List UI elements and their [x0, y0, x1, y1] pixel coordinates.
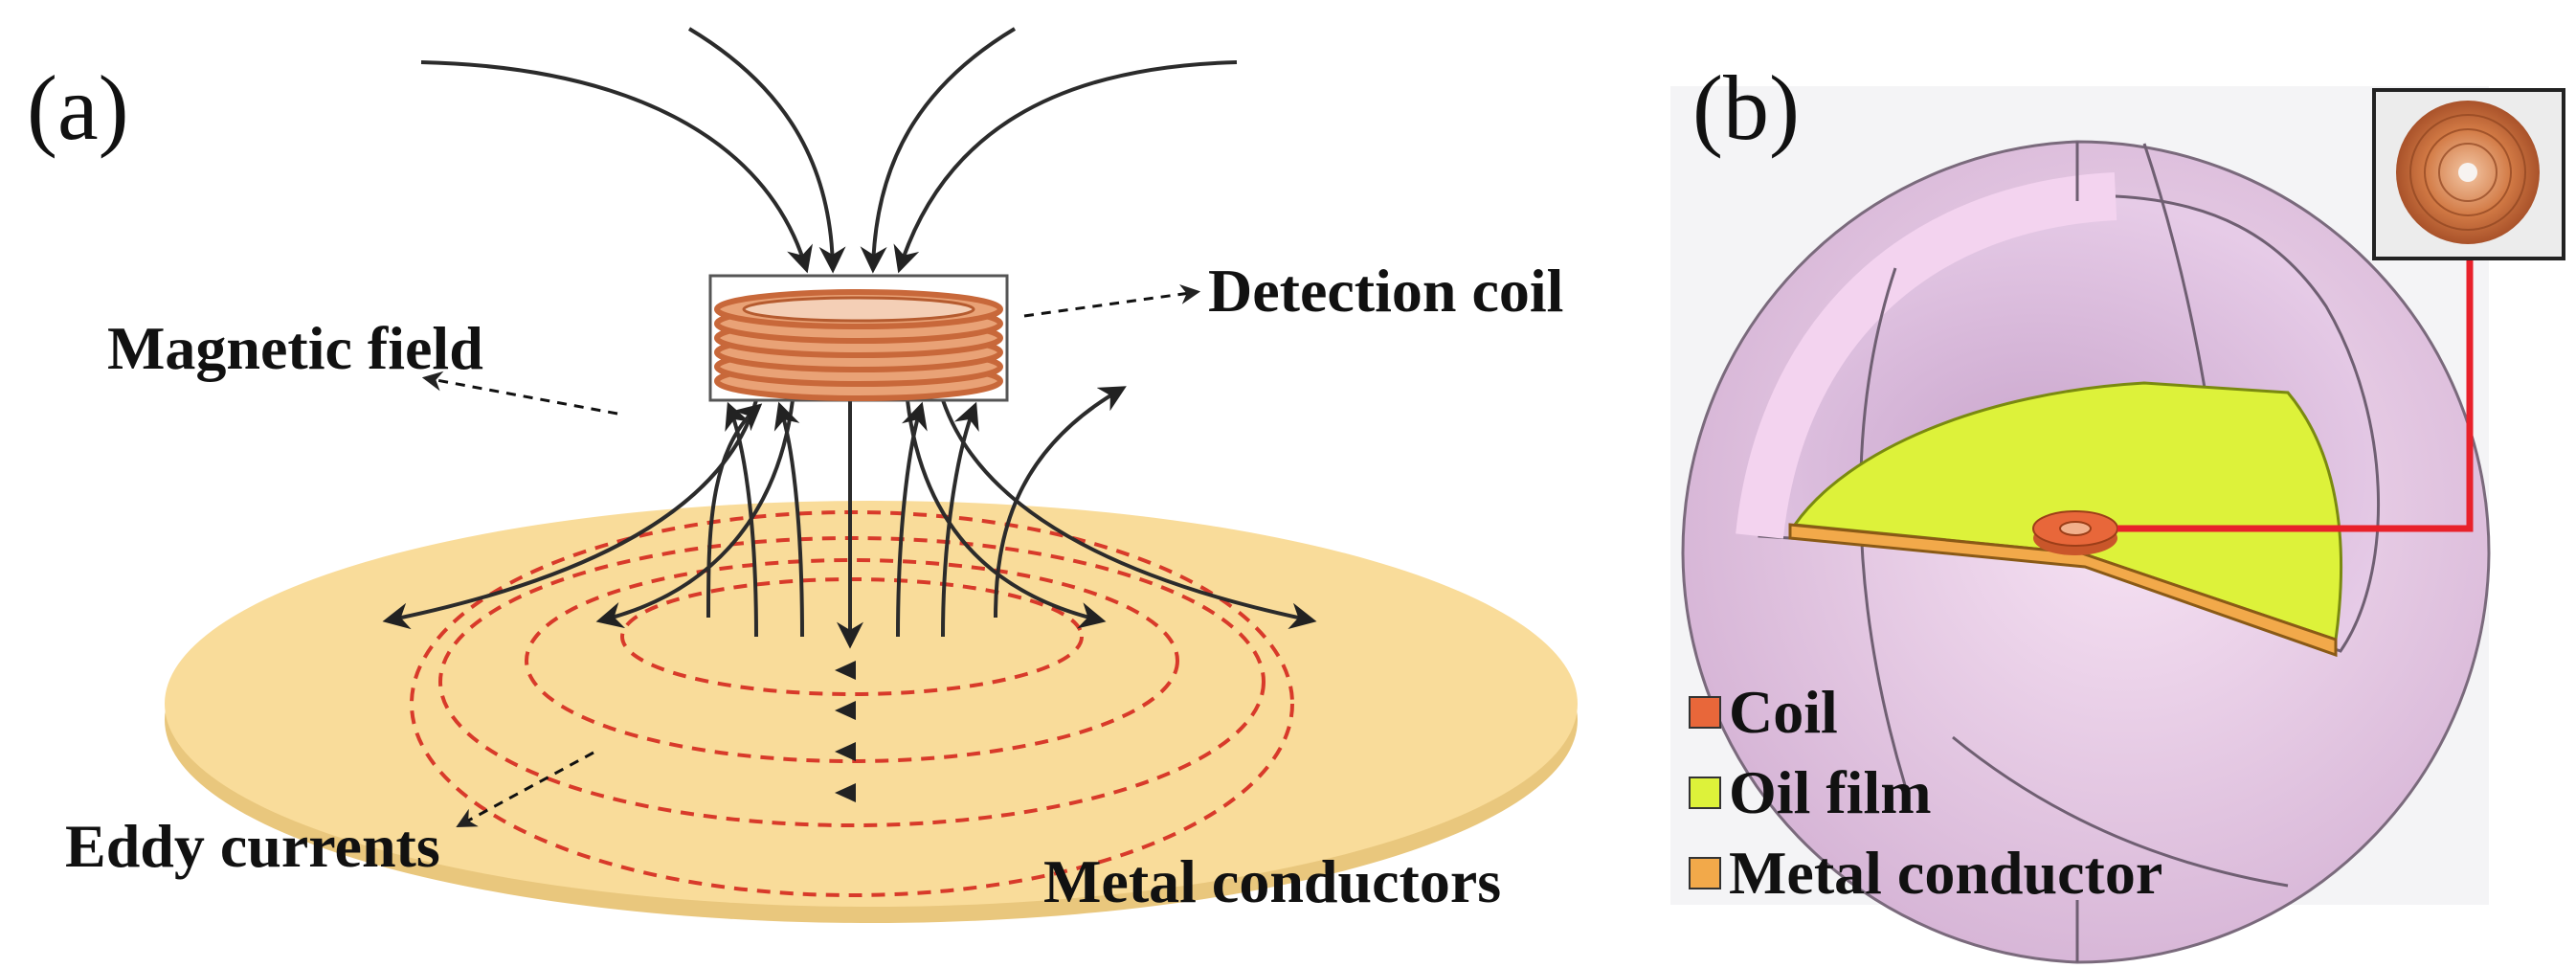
legend-swatch-coil	[1689, 696, 1721, 729]
magnetic-field-callout	[421, 371, 618, 416]
magnetic-field-label: Magnetic field	[107, 314, 483, 382]
legend: Coil Oil film Metal conductor	[1689, 678, 2162, 907]
eddy-arrow-1	[835, 661, 856, 680]
detection-coil-label: Detection coil	[1208, 257, 1563, 325]
detection-coil-callout	[1023, 283, 1201, 318]
panel-a-letter: (a)	[27, 56, 129, 159]
field-line-in-2	[687, 27, 846, 274]
outgoing-field-lines	[382, 386, 1317, 649]
legend-swatch-metal-conductor	[1689, 857, 1721, 889]
detection-coil	[708, 274, 1009, 402]
eddy-arrow-2	[835, 701, 856, 720]
legend-label-coil: Coil	[1729, 678, 1838, 746]
field-line-in-1	[420, 60, 813, 274]
legend-item-coil: Coil	[1689, 678, 1838, 746]
field-line-out-2	[595, 399, 795, 629]
pointer-line	[2117, 202, 2487, 532]
legend-item-metal-conductor: Metal conductor	[1689, 839, 2162, 907]
field-line-return-6	[994, 386, 1127, 619]
shell-rim-left	[1736, 172, 2117, 539]
field-line-in-4	[893, 60, 1238, 274]
eddy-arrow-4	[835, 783, 856, 802]
eddy-currents-label: Eddy currents	[65, 812, 440, 880]
field-line-return-3	[896, 401, 928, 638]
field-line-out-5	[941, 399, 1317, 630]
legend-label-metal-conductor: Metal conductor	[1729, 839, 2162, 907]
eddy-arrow-3	[835, 742, 856, 761]
coil-photo-center-hole	[2458, 163, 2477, 182]
coil-photo-inset	[2372, 88, 2565, 260]
model-coil-hole	[2059, 521, 2092, 536]
eddy-direction-arrows	[835, 661, 856, 802]
coil-photo-pointer	[2117, 202, 2487, 532]
field-line-in-3	[860, 27, 1017, 274]
field-line-return-4	[941, 401, 979, 638]
sphere-model	[1681, 140, 2491, 964]
legend-swatch-oil-film	[1689, 777, 1721, 809]
eddy-currents-callout	[456, 751, 594, 828]
incoming-field-lines	[420, 27, 1238, 274]
field-line-return-2	[773, 401, 804, 638]
eddy-ring-2	[525, 558, 1179, 763]
model-coil	[2032, 510, 2118, 555]
coil-photo-winding-2	[2424, 128, 2512, 216]
panel-a: (a)	[27, 27, 1578, 923]
field-line-return-5	[706, 403, 763, 619]
meridian-3	[1952, 735, 2289, 888]
coil-photo-winding-3	[2438, 143, 2498, 202]
legend-item-oil-film: Oil film	[1689, 758, 1932, 826]
coil-photo-winding-1	[2409, 114, 2526, 231]
legend-label-oil-film: Oil film	[1729, 758, 1932, 826]
metal-conductors-label: Metal conductors	[1043, 847, 1501, 915]
panel-b-letter: (b)	[1692, 56, 1800, 159]
panel-b: (b)	[1670, 56, 2565, 964]
coil-top-opening	[742, 296, 975, 323]
